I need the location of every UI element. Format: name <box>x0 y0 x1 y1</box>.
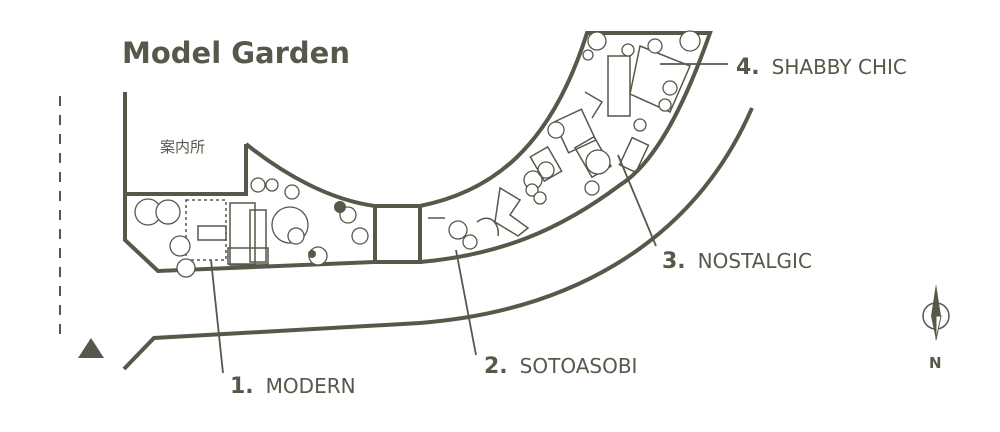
garden-label-3: 3. NOSTALGIC <box>662 249 812 274</box>
info-building: 案内所 <box>123 92 248 196</box>
garden-name: SHABBY CHIC <box>772 55 907 79</box>
garden-number: 3. <box>662 249 686 274</box>
leader-line-1 <box>210 259 224 374</box>
svg-text:1. MODERN: 1. MODERN <box>230 374 356 399</box>
road-curb-line <box>122 107 754 371</box>
svg-text:4. SHABBY CHIC: 4. SHABBY CHIC <box>736 55 907 80</box>
garden-name: MODERN <box>266 374 356 398</box>
garden-number: 1. <box>230 374 254 399</box>
map-title: Model Garden <box>122 36 350 70</box>
garden-name: NOSTALGIC <box>698 249 812 273</box>
garden-name: SOTOASOBI <box>520 354 638 378</box>
leader-line-3 <box>617 154 657 247</box>
entrance-marker-icon <box>78 338 104 358</box>
garden-1-details <box>134 177 369 278</box>
compass-label: N <box>929 354 942 372</box>
info-building-label: 案内所 <box>160 138 205 156</box>
svg-text:3. NOSTALGIC: 3. NOSTALGIC <box>662 249 812 274</box>
garden-outline <box>123 31 713 274</box>
garden-3-details <box>529 108 650 205</box>
north-compass-icon: N <box>922 284 950 372</box>
leader-line-2 <box>455 249 477 356</box>
garden-number: 2. <box>484 354 508 379</box>
svg-text:2. SOTOASOBI: 2. SOTOASOBI <box>484 354 637 379</box>
garden-number: 4. <box>736 55 760 80</box>
garden-label-4: 4. SHABBY CHIC <box>736 55 907 80</box>
garden-2-details <box>428 161 555 250</box>
garden-label-1: 1. MODERN <box>230 374 356 399</box>
garden-label-2: 2. SOTOASOBI <box>484 354 637 379</box>
garden-4-details <box>582 30 701 132</box>
